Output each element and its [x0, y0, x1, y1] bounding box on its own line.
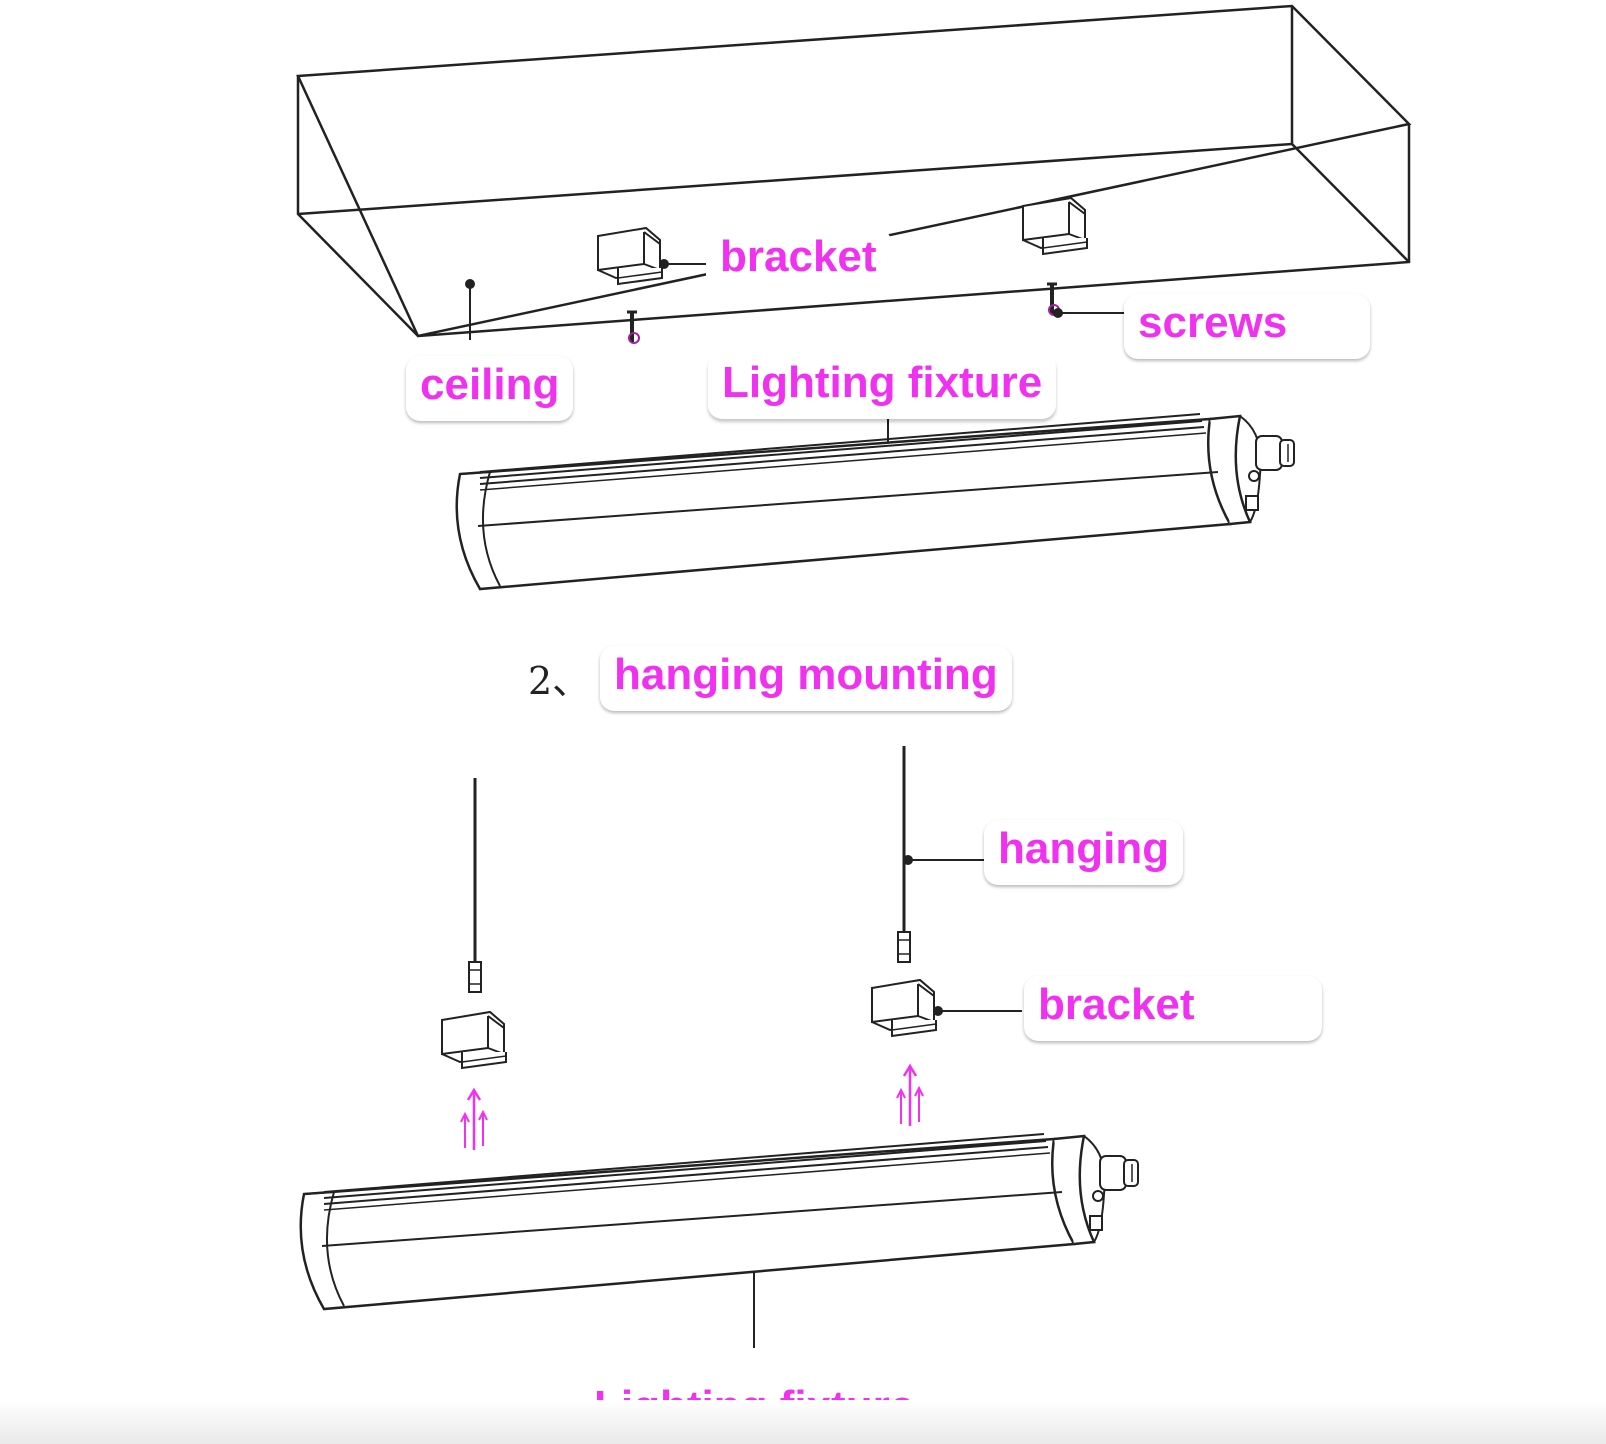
bracket-icon [441, 1011, 507, 1069]
label-bracket-top: bracket [706, 228, 891, 289]
label-bracket-bottom: bracket [1024, 976, 1322, 1041]
leader-lines-bottom [749, 855, 1022, 1348]
bracket-icon [1022, 197, 1088, 255]
screw-icon [625, 310, 641, 345]
up-arrow-icon [459, 1088, 489, 1152]
label-screws: screws [1124, 294, 1370, 359]
bracket-icon [871, 979, 937, 1037]
label-hanging: hanging [984, 820, 1184, 885]
up-arrow-icon [895, 1064, 925, 1128]
lighting-fixture [455, 412, 1296, 591]
weight-icon [897, 931, 911, 963]
label-lighting-fixture-top: Lighting fixture [708, 354, 1057, 419]
weight-icon [468, 961, 482, 993]
step-title: hanging mounting [600, 646, 1012, 711]
page-bottom-edge [0, 1400, 1606, 1444]
ceiling-box [296, 4, 1412, 338]
label-ceiling: ceiling [406, 356, 574, 421]
hanging-wire [473, 746, 906, 966]
step-number: 2、 [528, 659, 591, 703]
lighting-fixture [299, 1132, 1140, 1311]
